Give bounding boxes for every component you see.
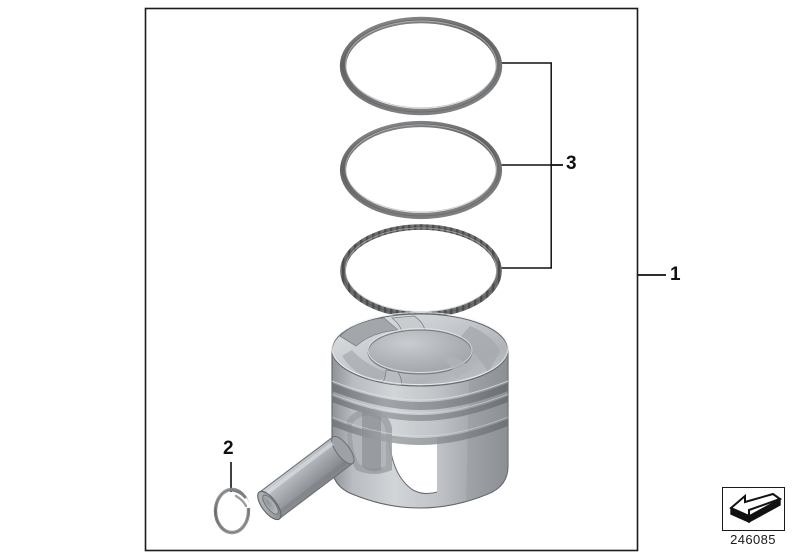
part-compression-ring-second	[339, 120, 503, 220]
rotate-view-icon-box[interactable]	[722, 487, 785, 531]
part-piston-pin-circlip	[213, 487, 251, 535]
part-number-caption: 246085	[730, 532, 776, 547]
callout-label-1[interactable]: 1	[670, 264, 681, 285]
part-compression-ring-top	[339, 16, 503, 116]
callout-3-bracket	[500, 62, 563, 269]
callout-label-2[interactable]: 2	[223, 438, 234, 459]
rotate-view-arrow-icon	[729, 492, 783, 524]
part-piston-body	[331, 312, 509, 509]
callout-label-3[interactable]: 3	[566, 153, 577, 174]
part-oil-control-ring	[340, 224, 502, 318]
part-piston-pin	[257, 435, 355, 521]
diagram-frame	[144, 7, 639, 552]
